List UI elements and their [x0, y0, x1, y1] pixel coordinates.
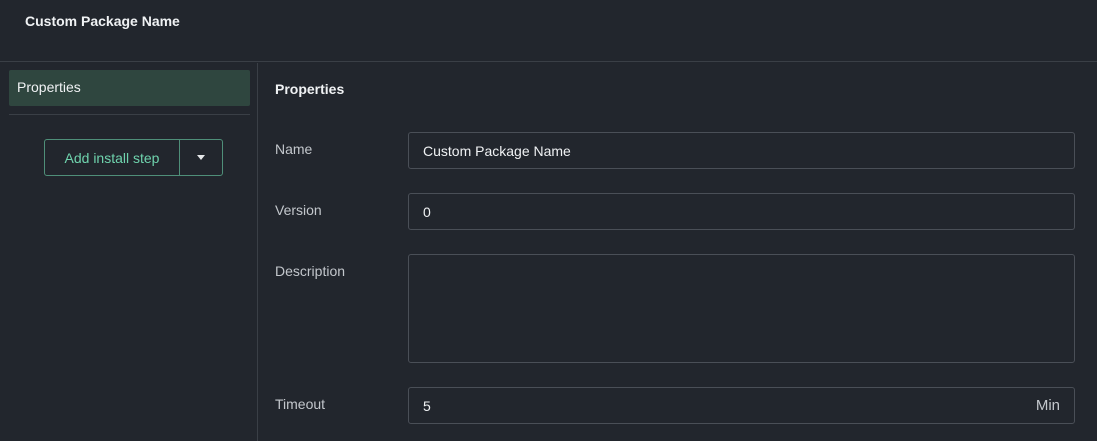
add-install-step-dropdown-button[interactable]	[180, 140, 222, 175]
section-title: Properties	[275, 81, 345, 97]
header: Custom Package Name	[0, 0, 1097, 62]
page-title: Custom Package Name	[25, 13, 180, 29]
add-install-step-button[interactable]: Add install step	[45, 140, 180, 175]
name-value: Custom Package Name	[423, 142, 571, 159]
add-install-step-split-button: Add install step	[44, 139, 223, 176]
version-value: 0	[423, 203, 431, 220]
timeout-field[interactable]: 5 Min	[408, 387, 1075, 424]
description-field[interactable]	[408, 254, 1075, 363]
properties-panel: Properties Name Custom Package Name Vers…	[259, 63, 1097, 441]
timeout-value: 5	[423, 397, 431, 414]
version-field[interactable]: 0	[408, 193, 1075, 230]
caret-down-icon	[197, 155, 205, 160]
version-label: Version	[275, 202, 322, 218]
sidebar-divider	[9, 114, 250, 115]
timeout-label: Timeout	[275, 396, 326, 412]
sidebar: Properties Add install step	[0, 63, 258, 441]
timeout-unit: Min	[1035, 397, 1060, 414]
description-label: Description	[275, 263, 346, 279]
name-field[interactable]: Custom Package Name	[408, 132, 1075, 169]
sidebar-item-properties[interactable]: Properties	[9, 70, 250, 106]
name-label: Name	[275, 141, 313, 157]
